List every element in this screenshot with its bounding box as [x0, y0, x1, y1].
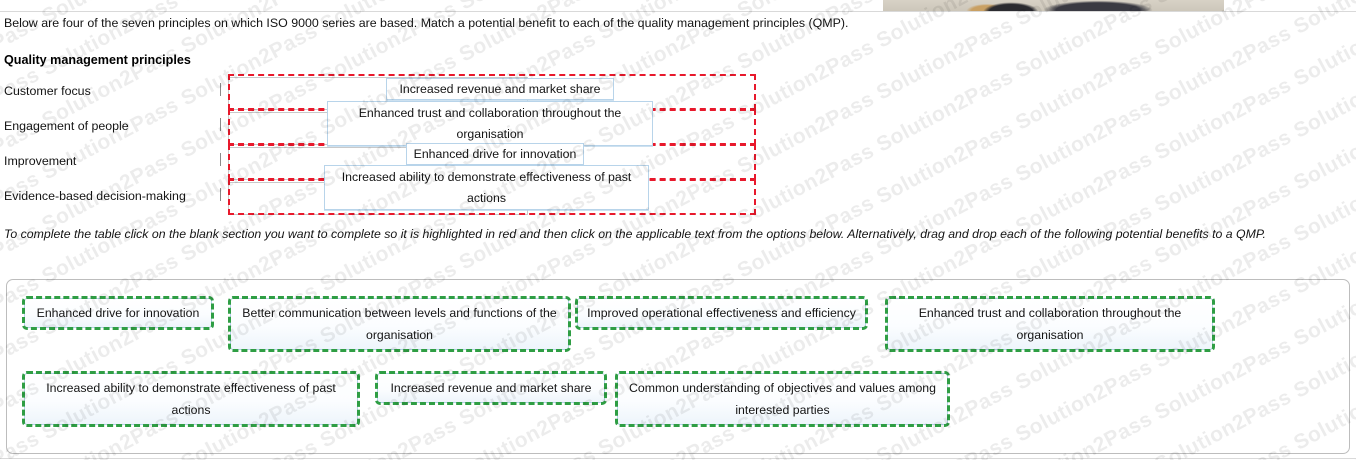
header-divider [0, 11, 1356, 12]
row-divider-1 [220, 83, 221, 96]
intro-text: Below are four of the seven principles o… [4, 16, 849, 30]
option-tile-5[interactable]: Increased ability to demonstrate effecti… [22, 371, 360, 427]
option-tile-2[interactable]: Better communication between levels and … [228, 296, 571, 352]
option-tile-3[interactable]: Improved operational effectiveness and e… [575, 296, 868, 330]
qmp-label-3: Improvement [4, 154, 77, 168]
placed-answer-3[interactable]: Enhanced drive for innovation [406, 143, 584, 165]
instructions-text: To complete the table click on the blank… [4, 227, 1266, 241]
qmp-label-1: Customer focus [4, 84, 91, 98]
option-tile-6[interactable]: Increased revenue and market share [375, 371, 607, 405]
matching-table: Customer focus Engagement of people Impr… [0, 74, 800, 216]
row-divider-2 [220, 118, 221, 131]
placed-answer-4[interactable]: Increased ability to demonstrate effecti… [324, 165, 649, 210]
row-divider-3 [220, 153, 221, 166]
row-divider-4 [220, 188, 221, 201]
placed-answer-1[interactable]: Increased revenue and market share [386, 78, 614, 100]
options-pool-panel: Enhanced drive for innovation Better com… [6, 279, 1350, 454]
placed-answer-2[interactable]: Enhanced trust and collaboration through… [327, 101, 653, 146]
qmp-label-4: Evidence-based decision-making [4, 189, 186, 203]
option-tile-4[interactable]: Enhanced trust and collaboration through… [885, 296, 1215, 352]
footer-divider [0, 458, 1356, 459]
option-tile-1[interactable]: Enhanced drive for innovation [22, 296, 214, 330]
page-title: Quality management principles [4, 53, 191, 67]
header-photo-strip [883, 0, 1224, 11]
option-tile-7[interactable]: Common understanding of objectives and v… [615, 371, 950, 427]
qmp-label-2: Engagement of people [4, 119, 129, 133]
